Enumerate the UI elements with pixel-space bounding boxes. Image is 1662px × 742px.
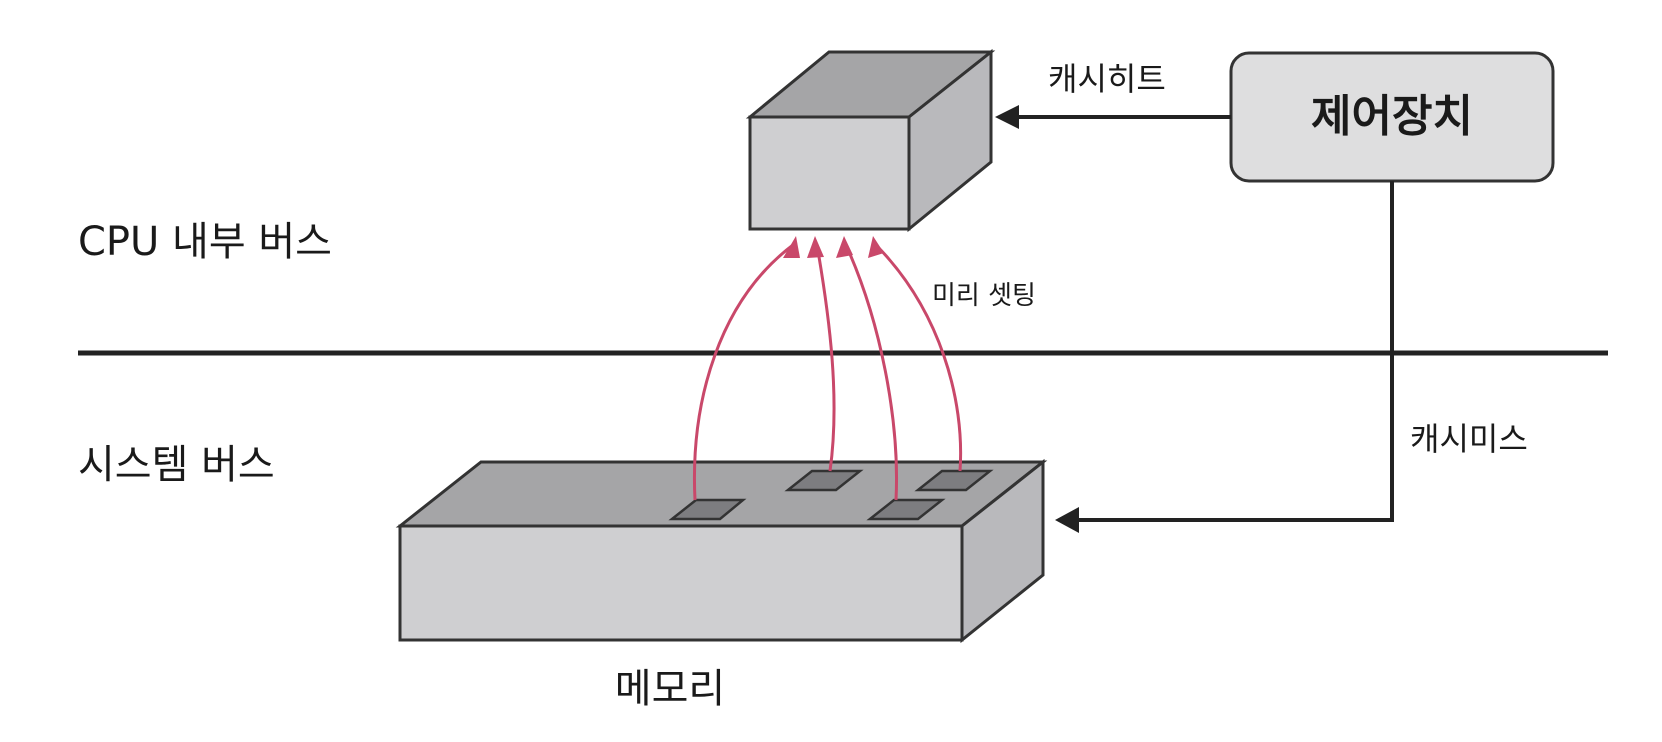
prefetch-arrow	[874, 243, 963, 472]
control-unit-label: 제어장치	[1311, 91, 1473, 142]
prefetch-arrows	[692, 243, 963, 501]
cache-hit-arrowhead	[995, 105, 1019, 129]
prefetch-arrow	[844, 244, 898, 501]
cpu-bus-label: CPU 내부 버스	[78, 219, 332, 265]
prefetch-arrowhead	[836, 236, 853, 258]
cache-miss-label: 캐시미스	[1410, 420, 1528, 458]
control-unit: 제어장치	[1229, 51, 1555, 183]
prefetch-arrowhead	[868, 236, 884, 258]
cache-hit-label: 캐시히트	[1048, 60, 1166, 98]
prefetch-arrowheads	[783, 236, 884, 258]
prefetch-label: 미리 셋팅	[932, 281, 1036, 311]
memory-cell	[914, 469, 994, 492]
prefetch-arrowhead	[783, 236, 800, 258]
prefetch-arrow	[692, 243, 794, 501]
cache-box	[745, 48, 996, 233]
memory-label: 메모리	[615, 666, 725, 712]
prefetch-arrowhead	[807, 236, 824, 258]
cache-miss-arrowhead	[1055, 507, 1079, 533]
memory-cell	[866, 498, 946, 521]
memory-cell	[784, 469, 864, 492]
system-bus-label: 시스템 버스	[78, 442, 275, 488]
memory-cell	[668, 498, 747, 521]
prefetch-arrow	[815, 244, 836, 472]
cache-miss-arrow	[1070, 181, 1394, 522]
